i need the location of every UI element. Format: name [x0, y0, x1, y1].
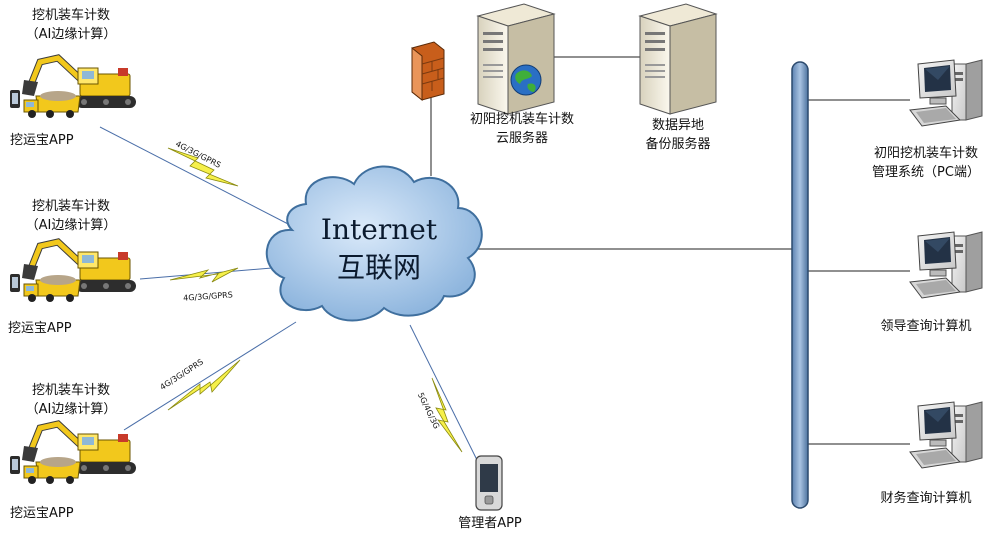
lightning-1 [167, 147, 239, 187]
pc-icon [909, 231, 983, 299]
cloud-server-label: 初阳挖机装车计数 [469, 112, 574, 127]
manager-app-label: 管理者APP [458, 516, 522, 531]
backup-server-label-2: 备份服务器 [645, 137, 711, 152]
cloud-server-label-2: 云服务器 [495, 131, 548, 146]
lightning-2 [169, 267, 239, 283]
site-title: 挖机装车计数 [31, 383, 110, 398]
lightning-4 [431, 377, 463, 453]
firewall-icon [411, 41, 445, 102]
site-title: 挖机装车计数 [31, 8, 110, 23]
excavator-truck-icon [10, 424, 136, 484]
excavator-truck-icon [10, 242, 136, 302]
internet-cloud [265, 165, 483, 322]
site-subtitle: （AI边缘计算） [25, 218, 117, 233]
app-label: 挖运宝APP [10, 506, 74, 521]
network-backbone-bus [791, 61, 809, 509]
leader-pc-label: 领导查询计算机 [880, 319, 972, 334]
app-label: 挖运宝APP [10, 133, 74, 148]
lightning-3 [167, 359, 241, 411]
site-subtitle: （AI边缘计算） [25, 27, 117, 42]
backup-server-label: 数据异地 [651, 118, 704, 133]
pc-icon [909, 59, 983, 127]
pc-icon [909, 401, 983, 469]
pc-client-label: 初阳挖机装车计数 [873, 146, 978, 161]
wireless-links [99, 126, 479, 463]
backup-server-icon [639, 3, 717, 115]
pc-client-label-2: 管理系统（PC端） [872, 165, 980, 180]
smartphone-icon [475, 455, 503, 511]
site-subtitle: （AI边缘计算） [25, 402, 117, 417]
cloud-server-icon [477, 3, 555, 115]
finance-pc-label: 财务查询计算机 [880, 491, 972, 506]
internet-title: Internet [320, 213, 438, 246]
site-title: 挖机装车计数 [31, 199, 110, 214]
excavator-truck-icon [10, 58, 136, 118]
globe-icon [510, 64, 542, 96]
internet-title-cn: 互联网 [336, 251, 421, 284]
app-label: 挖运宝APP [8, 321, 72, 336]
